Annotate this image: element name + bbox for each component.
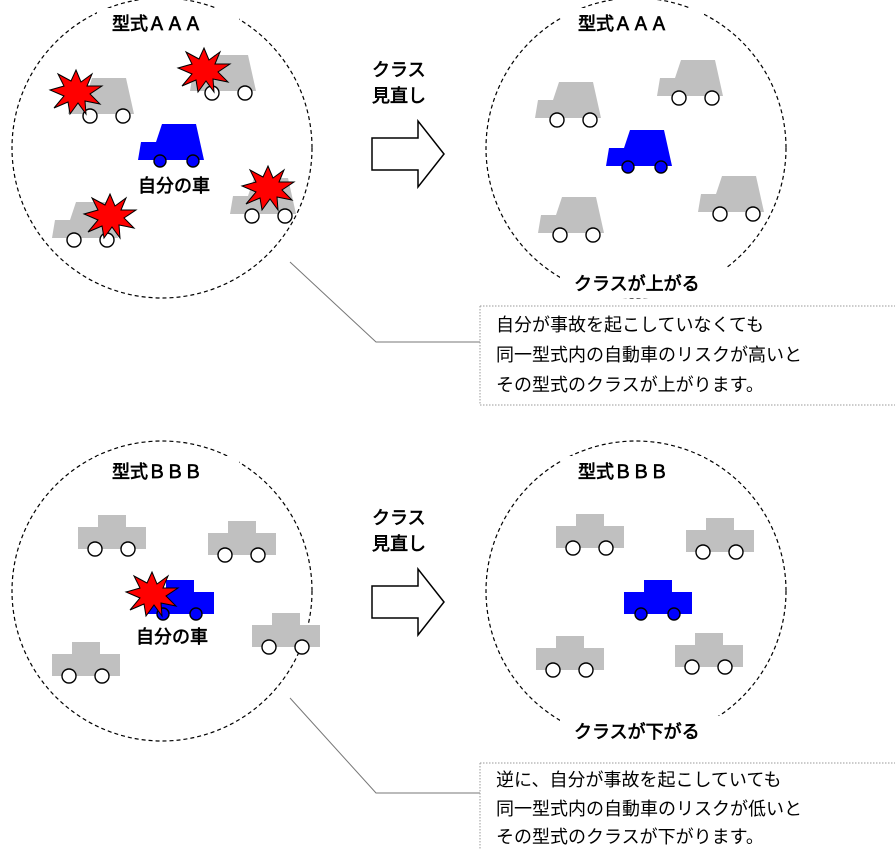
- other-car-icon: [207, 520, 277, 563]
- before-group-circle: [11, 440, 313, 742]
- other-car-icon: [555, 513, 625, 556]
- panel-type-aaa: 型式ＡＡＡ 自分の車 クラス 見直し 型式ＡＡＡ: [11, 0, 895, 406]
- note-line-2: 同一型式内の自動車のリスクが高いと: [496, 345, 802, 366]
- own-car-icon: [624, 580, 692, 621]
- before-type-label: 型式ＡＡＡ: [112, 13, 202, 35]
- other-car-icon: [697, 175, 765, 222]
- other-car-icon: [674, 632, 744, 675]
- callout-pointer: [289, 261, 480, 343]
- result-label: クラスが下がる: [574, 721, 700, 743]
- own-car-icon: [606, 130, 672, 174]
- other-car-icon: [77, 514, 147, 557]
- arrow-label-line2: 見直し: [371, 533, 426, 555]
- own-car-label: 自分の車: [138, 175, 210, 197]
- other-car-icon: [535, 635, 605, 678]
- before-group-circle: [11, 0, 313, 299]
- note-line-1: 逆に、自分が事故を起こしていても: [496, 770, 781, 791]
- panel-type-bbb: 型式ＢＢＢ 自分の車 クラス 見直し 型式ＢＢＢ クラスが下がる: [11, 440, 895, 850]
- note-line-3: その型式のクラスが下がります。: [496, 827, 764, 848]
- before-type-label: 型式ＢＢＢ: [112, 461, 202, 483]
- result-label: クラスが上がる: [574, 273, 700, 295]
- after-type-label: 型式ＢＢＢ: [578, 461, 668, 483]
- own-car-label: 自分の車: [136, 626, 208, 648]
- note-box-border: [479, 306, 895, 406]
- arrow-label-line1: クラス: [372, 60, 426, 81]
- arrow-label-line2: 見直し: [371, 85, 426, 107]
- note-line-2: 同一型式内の自動車のリスクが低いと: [496, 799, 802, 820]
- right-arrow-icon: [371, 120, 445, 188]
- arrow-label-line1: クラス: [372, 508, 426, 529]
- callout-pointer: [289, 697, 480, 794]
- note-line-3: その型式のクラスが上がります。: [496, 375, 764, 396]
- other-car-icon: [534, 81, 602, 128]
- after-group-circle: [485, 0, 787, 299]
- note-line-1: 自分が事故を起こしていなくても: [496, 315, 764, 336]
- after-type-label: 型式ＡＡＡ: [578, 13, 668, 35]
- other-car-icon: [685, 517, 755, 560]
- other-car-icon: [656, 59, 724, 106]
- other-car-icon: [537, 196, 605, 243]
- own-car-icon: [138, 124, 204, 168]
- after-group-circle: [485, 440, 787, 742]
- other-car-icon: [51, 641, 121, 684]
- right-arrow-icon: [371, 568, 445, 636]
